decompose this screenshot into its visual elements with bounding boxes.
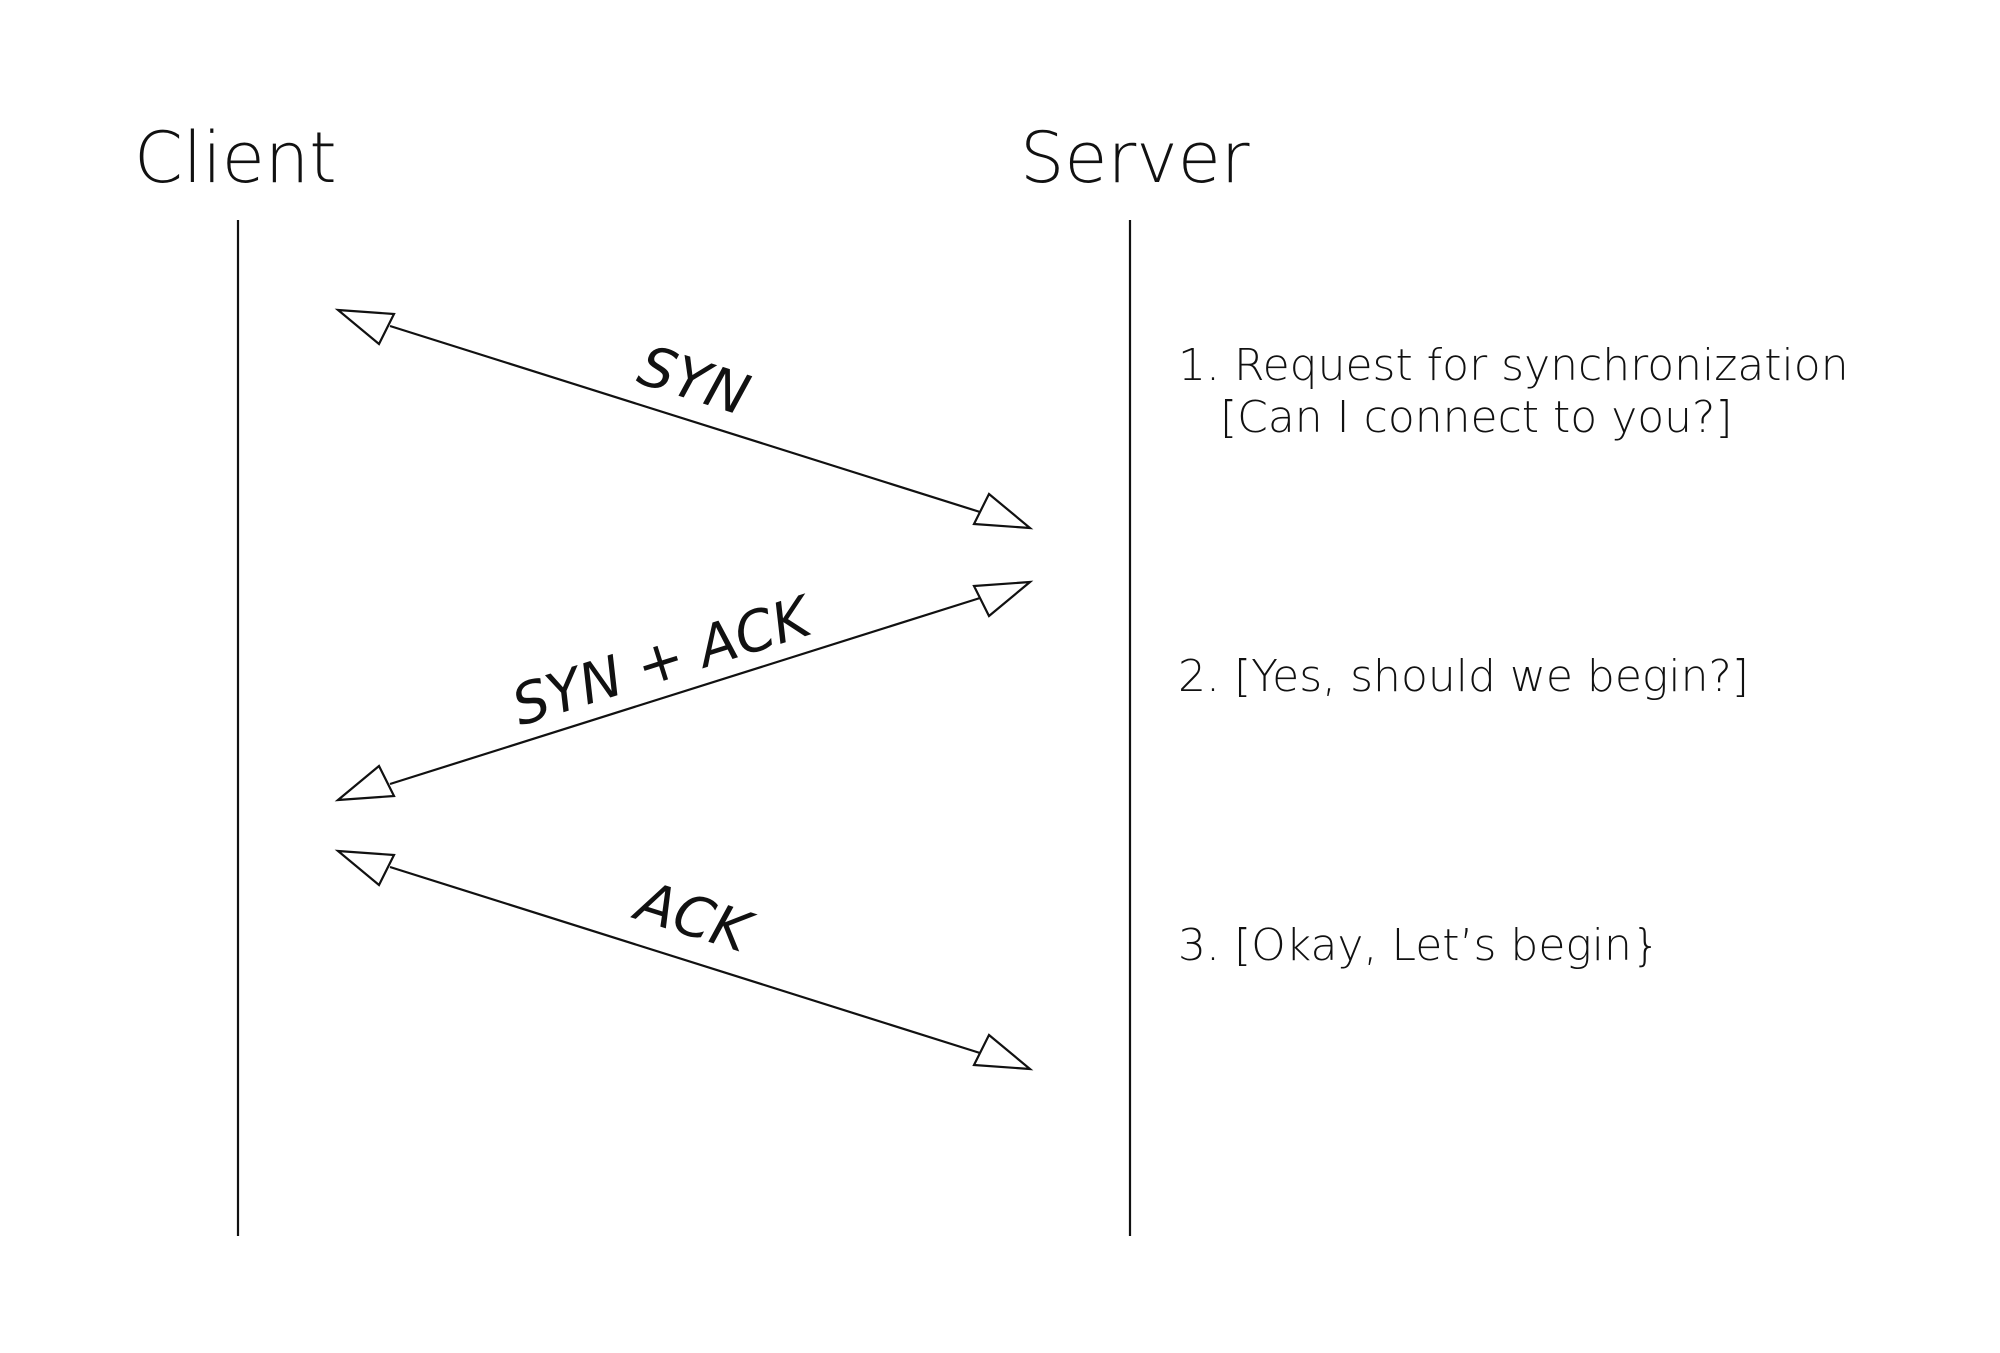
syn-ack-arrow-head-client [334,764,396,802]
ack-arrow-head-client [334,849,396,887]
syn-arrow-head-server [972,492,1034,530]
syn-arrow-line [389,324,981,514]
ack-arrow-head-server [972,1033,1034,1071]
message-ack: ACK [334,849,1034,1071]
note-1-line-2: [Can I connect to you?] [1178,392,1733,443]
note-2-line-1: 2. [Yes, should we begin?] [1178,651,1749,702]
syn-ack-arrow-line [389,596,981,786]
ack-arrow-line [389,865,981,1055]
syn-arrow-head-client [334,308,396,346]
server-label: Server [1020,117,1250,199]
message-syn: SYN [334,308,1034,530]
syn-ack-arrow-head-server [972,580,1034,618]
message-syn-ack: SYN + ACK [334,580,1034,802]
ack-label: ACK [626,868,761,967]
syn-label: SYN [631,333,757,429]
note-3-line-1: 3. [Okay, Let’s begin} [1178,920,1660,971]
client-label: Client [134,117,337,199]
note-1-line-1: 1. Request for synchronization [1178,340,1849,391]
syn-ack-label: SYN + ACK [505,583,823,739]
